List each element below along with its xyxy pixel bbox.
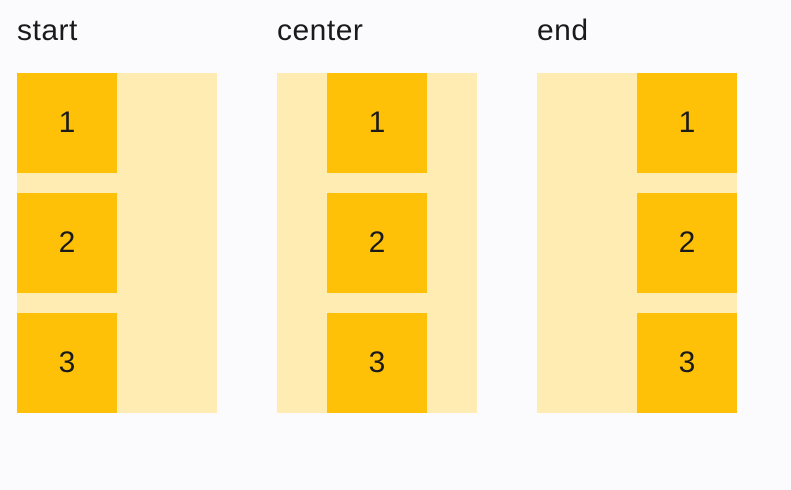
demo-title-center: center <box>277 14 364 47</box>
demo-item: 3 <box>637 313 737 413</box>
alignment-demo-row: start 1 2 3 center 1 2 3 end 1 2 3 <box>17 13 737 413</box>
demo-item: 3 <box>17 313 117 413</box>
demo-item: 1 <box>637 73 737 173</box>
demo-item: 3 <box>327 313 427 413</box>
demo-container-start: 1 2 3 <box>17 73 217 413</box>
demo-column-start: start 1 2 3 <box>17 13 217 413</box>
demo-item: 1 <box>17 73 117 173</box>
demo-title-end: end <box>537 14 589 47</box>
demo-title-start: start <box>17 14 78 47</box>
demo-column-center: center 1 2 3 <box>277 13 477 413</box>
demo-container-center: 1 2 3 <box>277 73 477 413</box>
demo-container-end: 1 2 3 <box>537 73 737 413</box>
demo-item: 1 <box>327 73 427 173</box>
demo-item: 2 <box>17 193 117 293</box>
demo-item: 2 <box>327 193 427 293</box>
demo-item: 2 <box>637 193 737 293</box>
demo-column-end: end 1 2 3 <box>537 13 737 413</box>
